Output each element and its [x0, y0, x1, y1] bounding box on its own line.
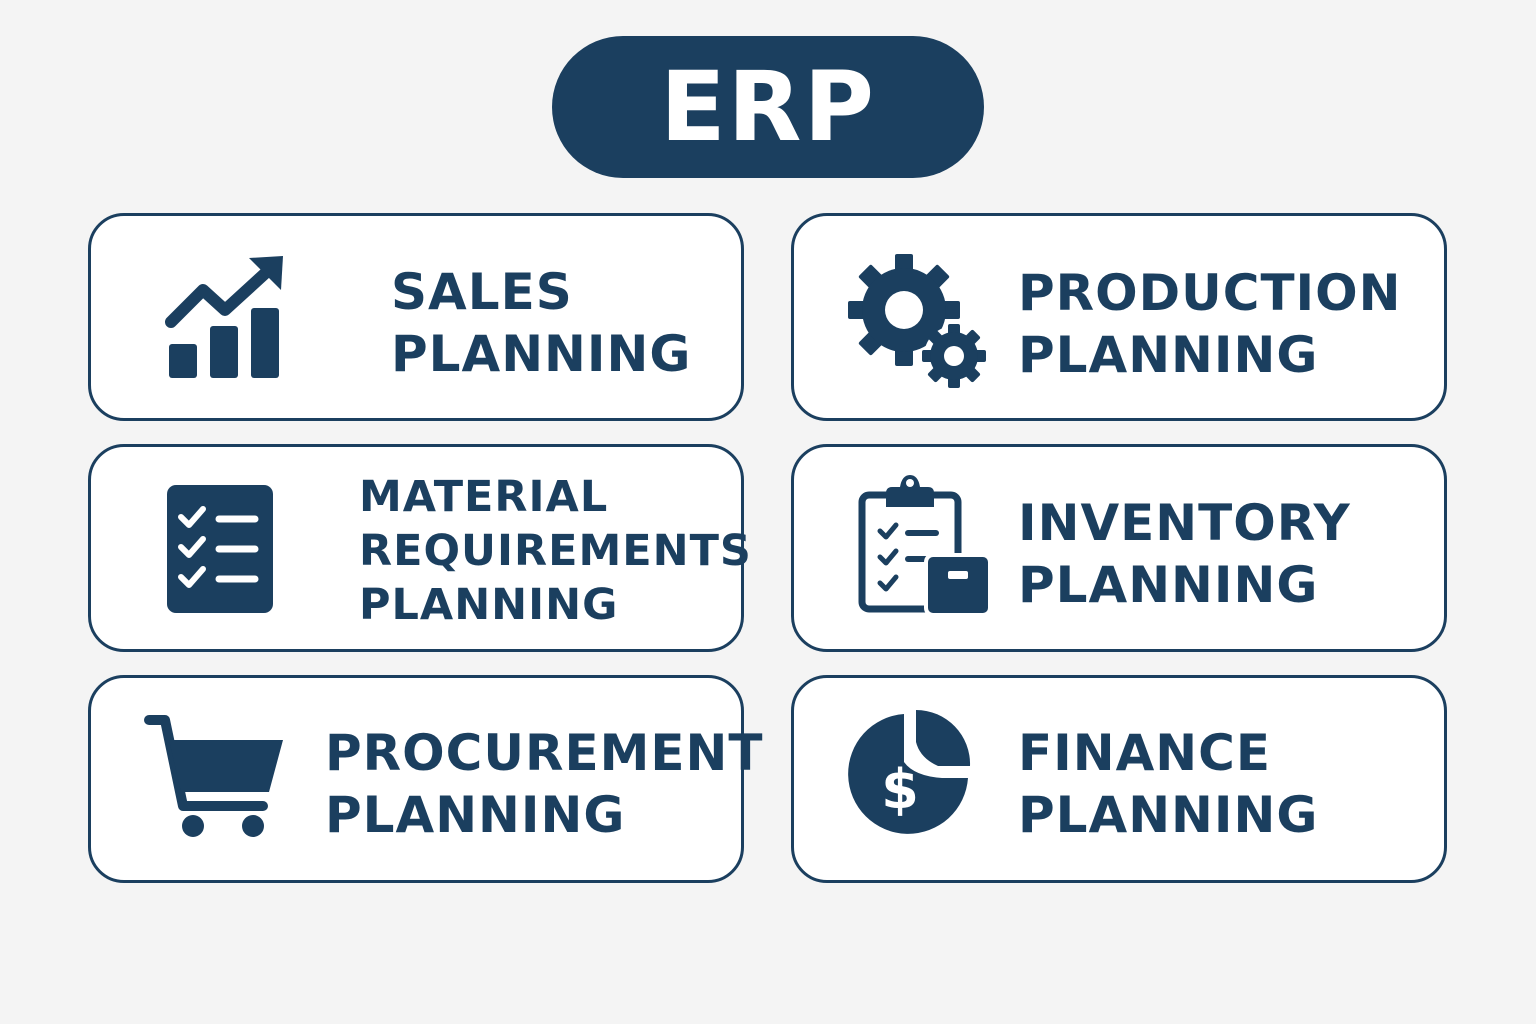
inventory-planning-card: INVENTORY PLANNING [791, 444, 1447, 652]
production-planning-card: PRODUCTION PLANNING [791, 213, 1447, 421]
procurement-planning-line1: PROCUREMENT [325, 724, 764, 782]
material-requirements-planning-line1: MATERIAL [359, 472, 609, 522]
procurement-planning-card: PROCUREMENT PLANNING [88, 675, 762, 883]
erp-title: ERP [660, 51, 876, 163]
production-planning-line1: PRODUCTION [1018, 264, 1402, 322]
checklist-icon [165, 483, 275, 615]
procurement-planning-line2: PLANNING [325, 786, 626, 844]
dollar-pie-icon: $ [846, 706, 974, 842]
sales-planning-label: SALES PLANNING [391, 261, 691, 385]
finance-planning-label: FINANCE PLANNING [1018, 722, 1318, 846]
finance-planning-line2: PLANNING [1018, 786, 1319, 844]
finance-planning-line1: FINANCE [1018, 724, 1271, 782]
procurement-planning-label: PROCUREMENT PLANNING [325, 722, 763, 846]
material-requirements-planning-line2: REQUIREMENTS [359, 526, 752, 576]
sales-planning-card: SALES PLANNING [88, 213, 744, 421]
inventory-planning-label: INVENTORY PLANNING [1018, 492, 1351, 616]
finance-planning-card: $ FINANCE PLANNING [791, 675, 1447, 883]
sales-planning-line2: PLANNING [391, 325, 692, 383]
material-requirements-planning-card: MATERIAL REQUIREMENTS PLANNING [88, 444, 751, 652]
erp-title-pill: ERP [552, 36, 984, 178]
gears-icon [848, 252, 988, 392]
production-planning-line2: PLANNING [1018, 326, 1319, 384]
material-requirements-planning-label: MATERIAL REQUIREMENTS PLANNING [359, 470, 752, 632]
shopping-cart-icon [143, 710, 289, 842]
svg-text:$: $ [881, 758, 919, 821]
inventory-planning-line2: PLANNING [1018, 556, 1319, 614]
sales-planning-line1: SALES [391, 263, 573, 321]
clipboard-box-icon [856, 473, 992, 617]
material-requirements-planning-line3: PLANNING [359, 580, 619, 630]
chart-growth-icon [163, 252, 287, 384]
production-planning-label: PRODUCTION PLANNING [1018, 262, 1402, 386]
inventory-planning-line1: INVENTORY [1018, 494, 1351, 552]
